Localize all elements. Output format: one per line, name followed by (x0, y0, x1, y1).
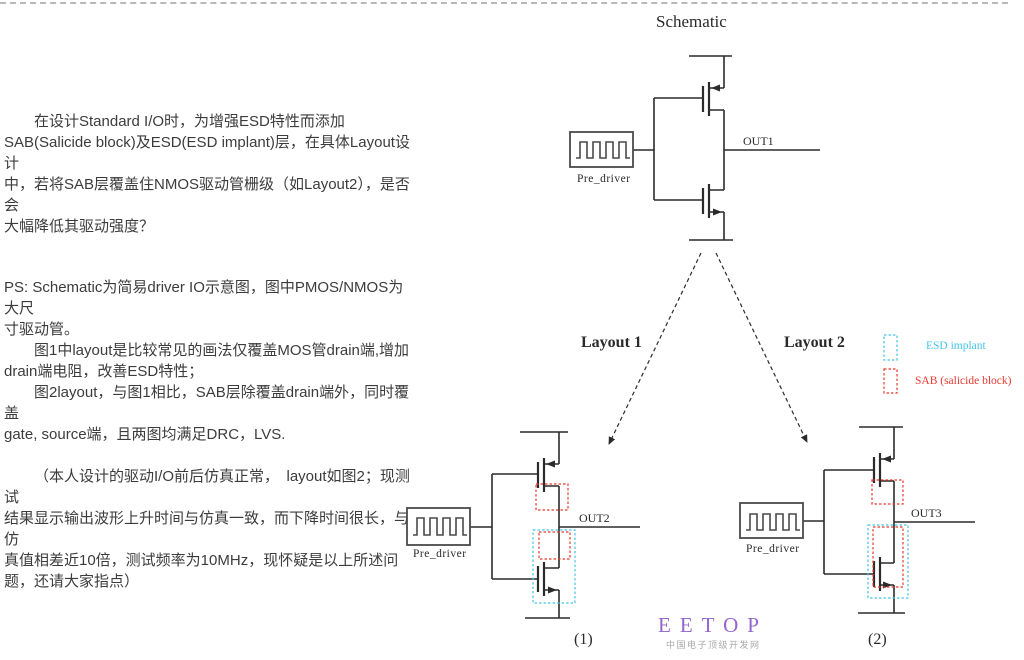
text-line: 中，若将SAB层覆盖住NMOS驱动管栅级（如Layout2），是否会 (4, 176, 410, 214)
schematic-title: Schematic (656, 12, 727, 31)
layout1-title: Layout 1 (581, 334, 642, 351)
arrow-to-layout1 (608, 252, 702, 445)
figure1-number: (1) (574, 631, 593, 648)
text-line: （本人设计的驱动I/O前后仿真正常， layout如图2；现测试 (4, 468, 410, 506)
eetop-watermark-logo: EETOP (658, 613, 768, 637)
text-line: 题，还请大家指点） (4, 573, 140, 590)
legend-sab-label: SAB (salicide block) (915, 375, 1012, 387)
text-line: drain端电阻，改善ESD特性； (4, 363, 204, 380)
eetop-watermark-slogan: 中国电子顶级开发网 (666, 640, 761, 650)
question-paragraph: 图2layout，与图1相比，SAB层除覆盖drain端外，同时覆盖 gate,… (4, 382, 416, 445)
layout2-circuit (739, 426, 975, 614)
pmos-source-arrow-icon (711, 84, 720, 92)
schematic-circuit (569, 55, 820, 241)
sab-box-pmos-drain (535, 483, 569, 511)
mosfet-channel-bars (701, 82, 711, 218)
square-wave-icon (746, 513, 800, 531)
out2-label: OUT2 (579, 511, 610, 525)
pre-driver-label: Pre_driver (746, 543, 800, 555)
figure2-number: (2) (868, 631, 887, 648)
layout2-title: Layout 2 (784, 334, 845, 351)
sab-box-nmos-full (872, 526, 904, 588)
out3-label: OUT3 (911, 506, 942, 520)
text-line: 真值相差近10倍，测试频率为10MHz，现怀疑是以上所述问 (4, 552, 399, 569)
esd-implant-box (532, 529, 576, 604)
sab-box-nmos-drain (538, 531, 571, 560)
text-line: 寸驱动管。 (4, 321, 80, 338)
nmos-source-arrow-icon (548, 586, 557, 594)
layout1-wires (470, 431, 640, 619)
top-dashed-divider (0, 2, 1008, 4)
text-line: gate, source端，且两图均满足DRC，LVS. (4, 426, 286, 443)
pre-driver-box (739, 502, 804, 539)
sab-swatch (883, 368, 898, 394)
text-line: 结果显示输出波形上升时间与仿真一致，而下降时间很长，与仿 (4, 510, 410, 548)
text-line: SAB(Salicide block)及ESD(ESD implant)层，在具… (4, 134, 410, 172)
esd-implant-box (867, 524, 909, 599)
square-wave-icon (576, 141, 630, 159)
layout1-circuit (406, 431, 640, 619)
pre-driver-box (406, 507, 471, 546)
nmos-source-arrow-icon (883, 581, 892, 589)
pmos-source-arrow-icon (882, 455, 891, 463)
text-line: 图1中layout是比较常见的画法仅覆盖MOS管drain端,增加 (34, 342, 410, 359)
sab-box-pmos-drain (871, 479, 904, 505)
text-line: 在设计Standard I/O时，为增强ESD特性而添加 (34, 113, 345, 130)
text-line: PS: Schematic为简易driver IO示意图，图中PMOS/NMOS… (4, 279, 404, 317)
question-paragraph: PS: Schematic为简易driver IO示意图，图中PMOS/NMOS… (4, 277, 416, 340)
pmos-source-arrow-icon (546, 460, 555, 468)
question-paragraph: 在设计Standard I/O时，为增强ESD特性而添加 SAB(Salicid… (4, 111, 416, 237)
schematic-wires (633, 55, 820, 241)
pre-driver-box (569, 131, 634, 168)
pre-driver-label: Pre_driver (577, 173, 631, 185)
square-wave-icon (413, 517, 467, 536)
legend-esd-implant-label: ESD implant (926, 340, 986, 352)
pre-driver-label: Pre_driver (413, 548, 467, 560)
out1-label: OUT1 (743, 134, 774, 148)
nmos-source-arrow-icon (713, 208, 722, 216)
text-line: 大幅降低其驱动强度？ (4, 218, 155, 235)
text-line: 图2layout，与图1相比，SAB层除覆盖drain端外，同时覆盖 (4, 384, 410, 422)
esd-implant-swatch (883, 334, 898, 361)
question-text: 在设计Standard I/O时，为增强ESD特性而添加 SAB(Salicid… (4, 111, 416, 592)
mosfet-channel-bars (536, 458, 546, 596)
question-paragraph: 图1中layout是比较常见的画法仅覆盖MOS管drain端,增加 drain端… (4, 340, 416, 382)
mosfet-channel-bars (872, 453, 882, 591)
question-paragraph: （本人设计的驱动I/O前后仿真正常， layout如图2；现测试 结果显示输出波… (4, 466, 416, 592)
layout2-wires (803, 426, 975, 614)
legend (883, 334, 898, 394)
